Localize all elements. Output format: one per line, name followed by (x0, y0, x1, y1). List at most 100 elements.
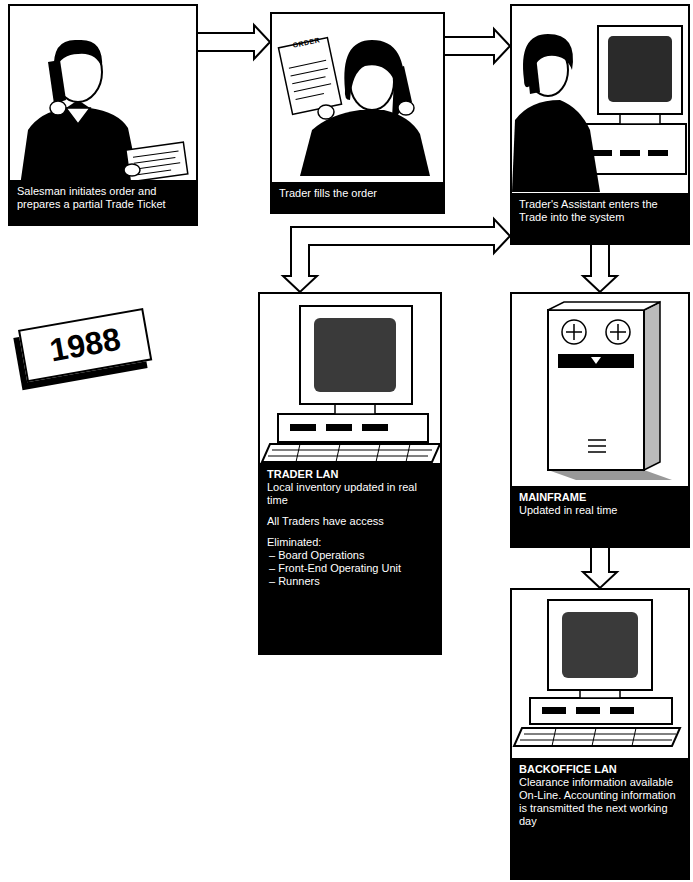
year-tag: 1988 (18, 308, 152, 382)
reel-spokes (566, 324, 626, 340)
phone (48, 60, 66, 104)
keyboard (514, 728, 680, 746)
caption-band: TRADER LANLocal inventory updated in rea… (260, 463, 440, 653)
ticket-line (135, 170, 171, 175)
panel-heading: MAINFRAME (519, 491, 681, 504)
caption-band: BACKOFFICE LANClearance information avai… (512, 758, 688, 878)
hand (50, 101, 66, 115)
process-panel: Trader's Assistant enters the Trade into… (510, 4, 690, 245)
monitor-stand (335, 404, 375, 414)
cabinet-side (644, 302, 660, 470)
system-panel: TRADER LANLocal inventory updated in rea… (258, 292, 442, 655)
drive-slot (326, 424, 352, 431)
salesman-figure (20, 40, 188, 186)
caption-band: MAINFRAMEUpdated in real time (512, 486, 688, 546)
vent (592, 150, 612, 156)
caption-text: All Traders have access (267, 515, 433, 528)
process-panel: Salesman initiates order and prepares a … (8, 4, 198, 226)
paper-line (292, 77, 325, 84)
hand (124, 164, 140, 176)
arrow-fill (300, 236, 497, 279)
caption-band: Salesman initiates order and prepares a … (10, 180, 196, 224)
assistant-figure (512, 26, 686, 192)
mainframe-cabinet (548, 302, 672, 480)
system-panel: BACKOFFICE LANClearance information avai… (510, 588, 690, 880)
cabinet-top (548, 302, 660, 310)
list-item: – Runners (269, 575, 433, 588)
phone (392, 66, 412, 106)
paper-heading: ORDER (292, 36, 321, 49)
system-panel: MAINFRAMEUpdated in real time (510, 292, 690, 548)
workstation (262, 306, 440, 462)
monitor-stand (580, 690, 620, 698)
paper (278, 38, 341, 115)
caption-text: Updated in real time (519, 504, 681, 517)
hollow-arrow (198, 25, 270, 59)
ticket-line (134, 157, 176, 163)
screen (608, 36, 672, 102)
monitor (548, 600, 652, 690)
drive-slot (290, 424, 316, 431)
system-unit (278, 414, 428, 442)
panel-heading: TRADER LAN (267, 468, 433, 481)
screen (314, 318, 396, 392)
panel-heading: BACKOFFICE LAN (519, 763, 681, 776)
hollow-arrow (283, 219, 510, 292)
list-item: – Board Operations (269, 549, 433, 562)
ticket-line (135, 163, 181, 169)
arrow-fill (198, 34, 257, 50)
hollow-arrow (445, 29, 510, 63)
paper-line (291, 68, 328, 76)
vent (620, 150, 640, 156)
hand (318, 105, 334, 119)
monitor (598, 26, 682, 114)
screen (562, 612, 638, 678)
terminal-base (582, 124, 686, 174)
hollow-arrow (583, 245, 617, 292)
drive-slot (576, 707, 600, 714)
ticket-line (133, 151, 179, 157)
floor-shadow (548, 470, 672, 480)
caption-text: Eliminated: (267, 536, 433, 549)
caption-text: Trader's Assistant enters the Trade into… (519, 198, 681, 224)
arrow-fill (445, 38, 497, 54)
monitor-stand (620, 114, 660, 124)
collar (66, 108, 90, 124)
drive-slot (610, 707, 634, 714)
arrow-fill (592, 548, 608, 575)
panel-indicator (591, 357, 601, 364)
caption-text: Local inventory updated in real time (267, 481, 433, 507)
paper-line (289, 60, 326, 68)
system-unit (530, 698, 672, 724)
caption-text: Salesman initiates order and prepares a … (17, 185, 189, 211)
phone (526, 56, 540, 94)
workstation (514, 600, 680, 746)
torso (300, 110, 430, 176)
hollow-arrow (583, 548, 617, 588)
monitor (300, 306, 412, 404)
list-item: – Front-End Operating Unit (269, 562, 433, 575)
hair (54, 40, 102, 70)
control-panel (558, 354, 634, 368)
order-paper (278, 38, 341, 115)
caption-band: Trader's Assistant enters the Trade into… (512, 193, 688, 243)
drive-slot (362, 424, 388, 431)
caption-text: Clearance information available On-Line.… (519, 776, 681, 828)
keys (268, 444, 432, 462)
hand (398, 101, 414, 115)
torso (20, 100, 140, 186)
vent-lines (588, 440, 606, 452)
caption-text: Trader fills the order (279, 187, 436, 200)
trader-figure (278, 38, 430, 176)
drive-slot (542, 707, 566, 714)
torso (512, 100, 600, 192)
vent (648, 150, 668, 156)
paper-line (294, 84, 331, 92)
paper-line (296, 93, 324, 99)
arrow-fill (592, 245, 608, 279)
keys (520, 728, 676, 746)
keyboard (262, 444, 440, 462)
